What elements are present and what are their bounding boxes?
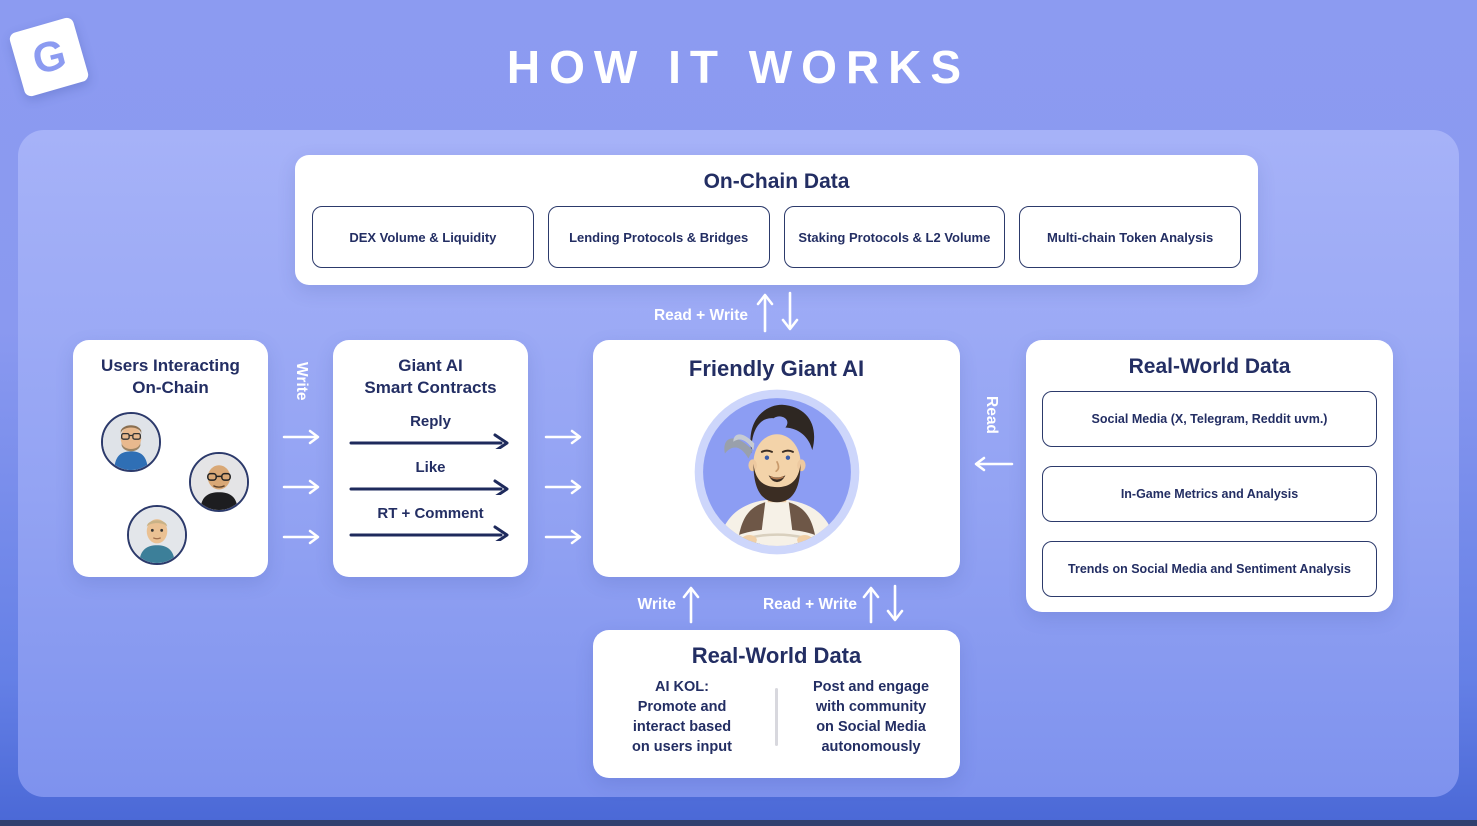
arrow-down-icon: [781, 291, 799, 331]
ai-kol-text: AI KOL: Promote and interact based on us…: [632, 679, 732, 755]
real-world-bottom-columns: AI KOL: Promote and interact based on us…: [593, 677, 960, 757]
real-world-right-list: Social Media (X, Telegram, Reddit uvm.) …: [1026, 379, 1393, 597]
flow-label-users-write: Write: [293, 362, 310, 401]
arrow-down-icon: [886, 584, 904, 622]
action-rt-comment: RT + Comment: [377, 505, 484, 523]
flow-label-top-read-write: Read + Write: [653, 307, 748, 324]
friendly-giant-card: Friendly Giant AI: [593, 340, 960, 577]
page-title: HOW IT WORKS: [506, 41, 971, 93]
arrow-up-icon: [682, 586, 700, 624]
arrow-right-icon: [544, 529, 582, 545]
real-world-bottom-title: Real-World Data: [691, 643, 862, 668]
arrow-left-icon: [974, 456, 1014, 472]
flow-label-giant-read: Read: [983, 396, 1000, 434]
user-avatar-1: [101, 412, 161, 472]
arrow-right-navy-icon: [349, 433, 508, 450]
flow-label-bottom-write: Write: [637, 596, 676, 613]
arrow-right-icon: [544, 479, 582, 495]
on-chain-item-dex: DEX Volume & Liquidity: [312, 206, 534, 268]
arrow-right-navy-icon: [349, 479, 508, 496]
user-avatar-2: [189, 452, 249, 512]
friendly-giant-mascot: [694, 389, 859, 555]
on-chain-item-staking: Staking Protocols & L2 Volume: [783, 206, 1006, 268]
action-reply: Reply: [410, 413, 451, 431]
users-interacting-card: Users Interacting On-Chain: [73, 340, 268, 577]
arrow-right-icon: [282, 429, 320, 445]
user-avatar-3: [127, 505, 187, 565]
on-chain-item-multichain: Multi-chain Token Analysis: [1019, 206, 1241, 268]
arrow-up-icon: [862, 586, 880, 624]
friendly-giant-title: Friendly Giant AI: [688, 356, 865, 381]
real-world-item-ingame-metrics: In-Game Metrics and Analysis: [1042, 466, 1377, 522]
real-world-item-trends-sentiment: Trends on Social Media and Sentiment Ana…: [1042, 541, 1377, 597]
real-world-right-title: Real-World Data: [1128, 355, 1291, 378]
flow-label-bottom-read-write: Read + Write: [762, 596, 857, 613]
arrow-right-navy-icon: [349, 525, 508, 542]
on-chain-items-row: DEX Volume & Liquidity Lending Protocols…: [295, 194, 1258, 268]
smart-contracts-card: Giant AI Smart Contracts Reply Like RT +…: [333, 340, 528, 577]
smart-contracts-title: Giant AI Smart Contracts: [364, 356, 497, 398]
bottom-edge-strip: [0, 820, 1477, 826]
arrow-right-icon: [544, 429, 582, 445]
arrow-up-icon: [756, 293, 774, 333]
arrow-right-icon: [282, 479, 320, 495]
on-chain-data-title: On-Chain Data: [703, 170, 850, 193]
on-chain-data-card: On-Chain Data DEX Volume & Liquidity Len…: [295, 155, 1258, 285]
real-world-data-right-card: Real-World Data Social Media (X, Telegra…: [1026, 340, 1393, 612]
users-interacting-title: Users Interacting On-Chain: [101, 356, 240, 398]
post-engage-text: Post and engage with community on Social…: [812, 679, 930, 755]
on-chain-item-lending: Lending Protocols & Bridges: [547, 206, 770, 268]
real-world-item-social-media: Social Media (X, Telegram, Reddit uvm.): [1042, 391, 1377, 447]
column-divider: [775, 688, 778, 746]
real-world-data-bottom-card: Real-World Data AI KOL: Promote and inte…: [593, 630, 960, 778]
arrow-right-icon: [282, 529, 320, 545]
action-like: Like: [415, 459, 446, 477]
